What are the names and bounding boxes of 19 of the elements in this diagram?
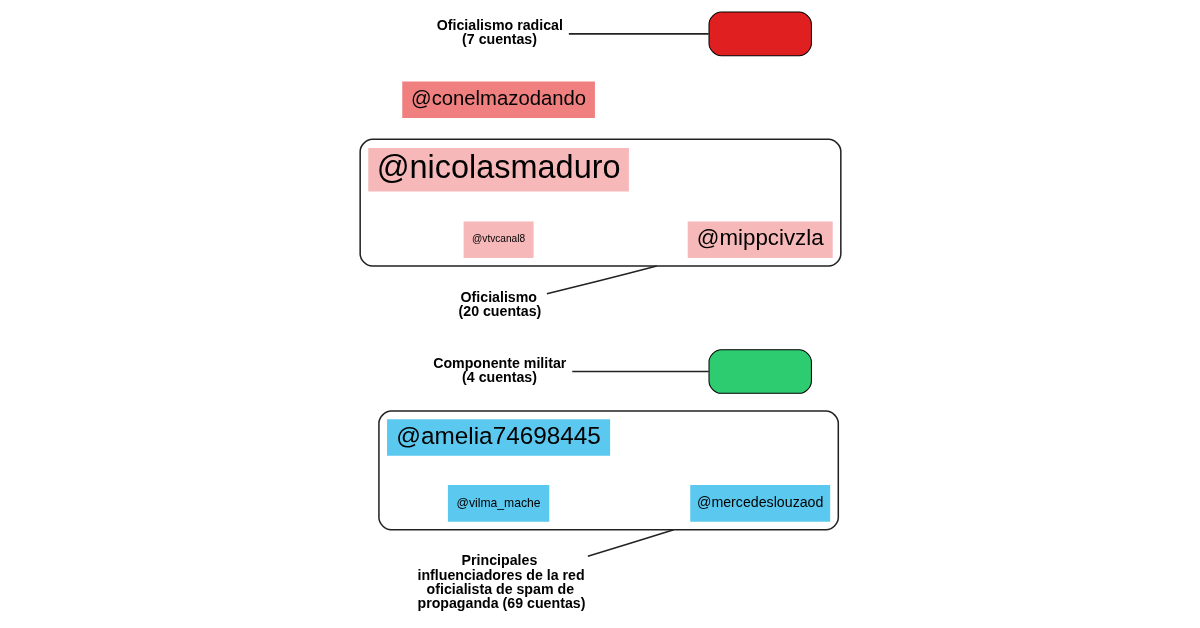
connector — [567, 33, 709, 35]
cluster — [377, 410, 839, 531]
connector — [571, 370, 710, 373]
node-box — [708, 11, 812, 57]
node-box: @conelmazodando — [401, 81, 595, 119]
node-box: @vilma_mache — [447, 485, 549, 522]
node-text: Oficialismo radical (7 cuentas) — [436, 17, 563, 48]
node-text: Componente militar (4 cuentas) — [432, 354, 566, 385]
node-box: @amelia74698445 — [386, 419, 610, 456]
node-box: @nicolasmaduro — [367, 147, 629, 192]
cluster — [358, 138, 842, 267]
node-text: Oficialismo (20 cuentas) — [458, 288, 541, 319]
node-box: @vtvcanal8 — [463, 221, 534, 258]
node-box: @mercedeslouzaod — [689, 485, 830, 522]
node-box: @mippcivzla — [687, 221, 833, 258]
connector — [586, 529, 675, 557]
node-box — [708, 349, 812, 394]
node-text: Principales influenciadores de la red oficialista de spam de propaganda (69 cuentas) — [416, 552, 585, 612]
connector — [545, 265, 657, 295]
